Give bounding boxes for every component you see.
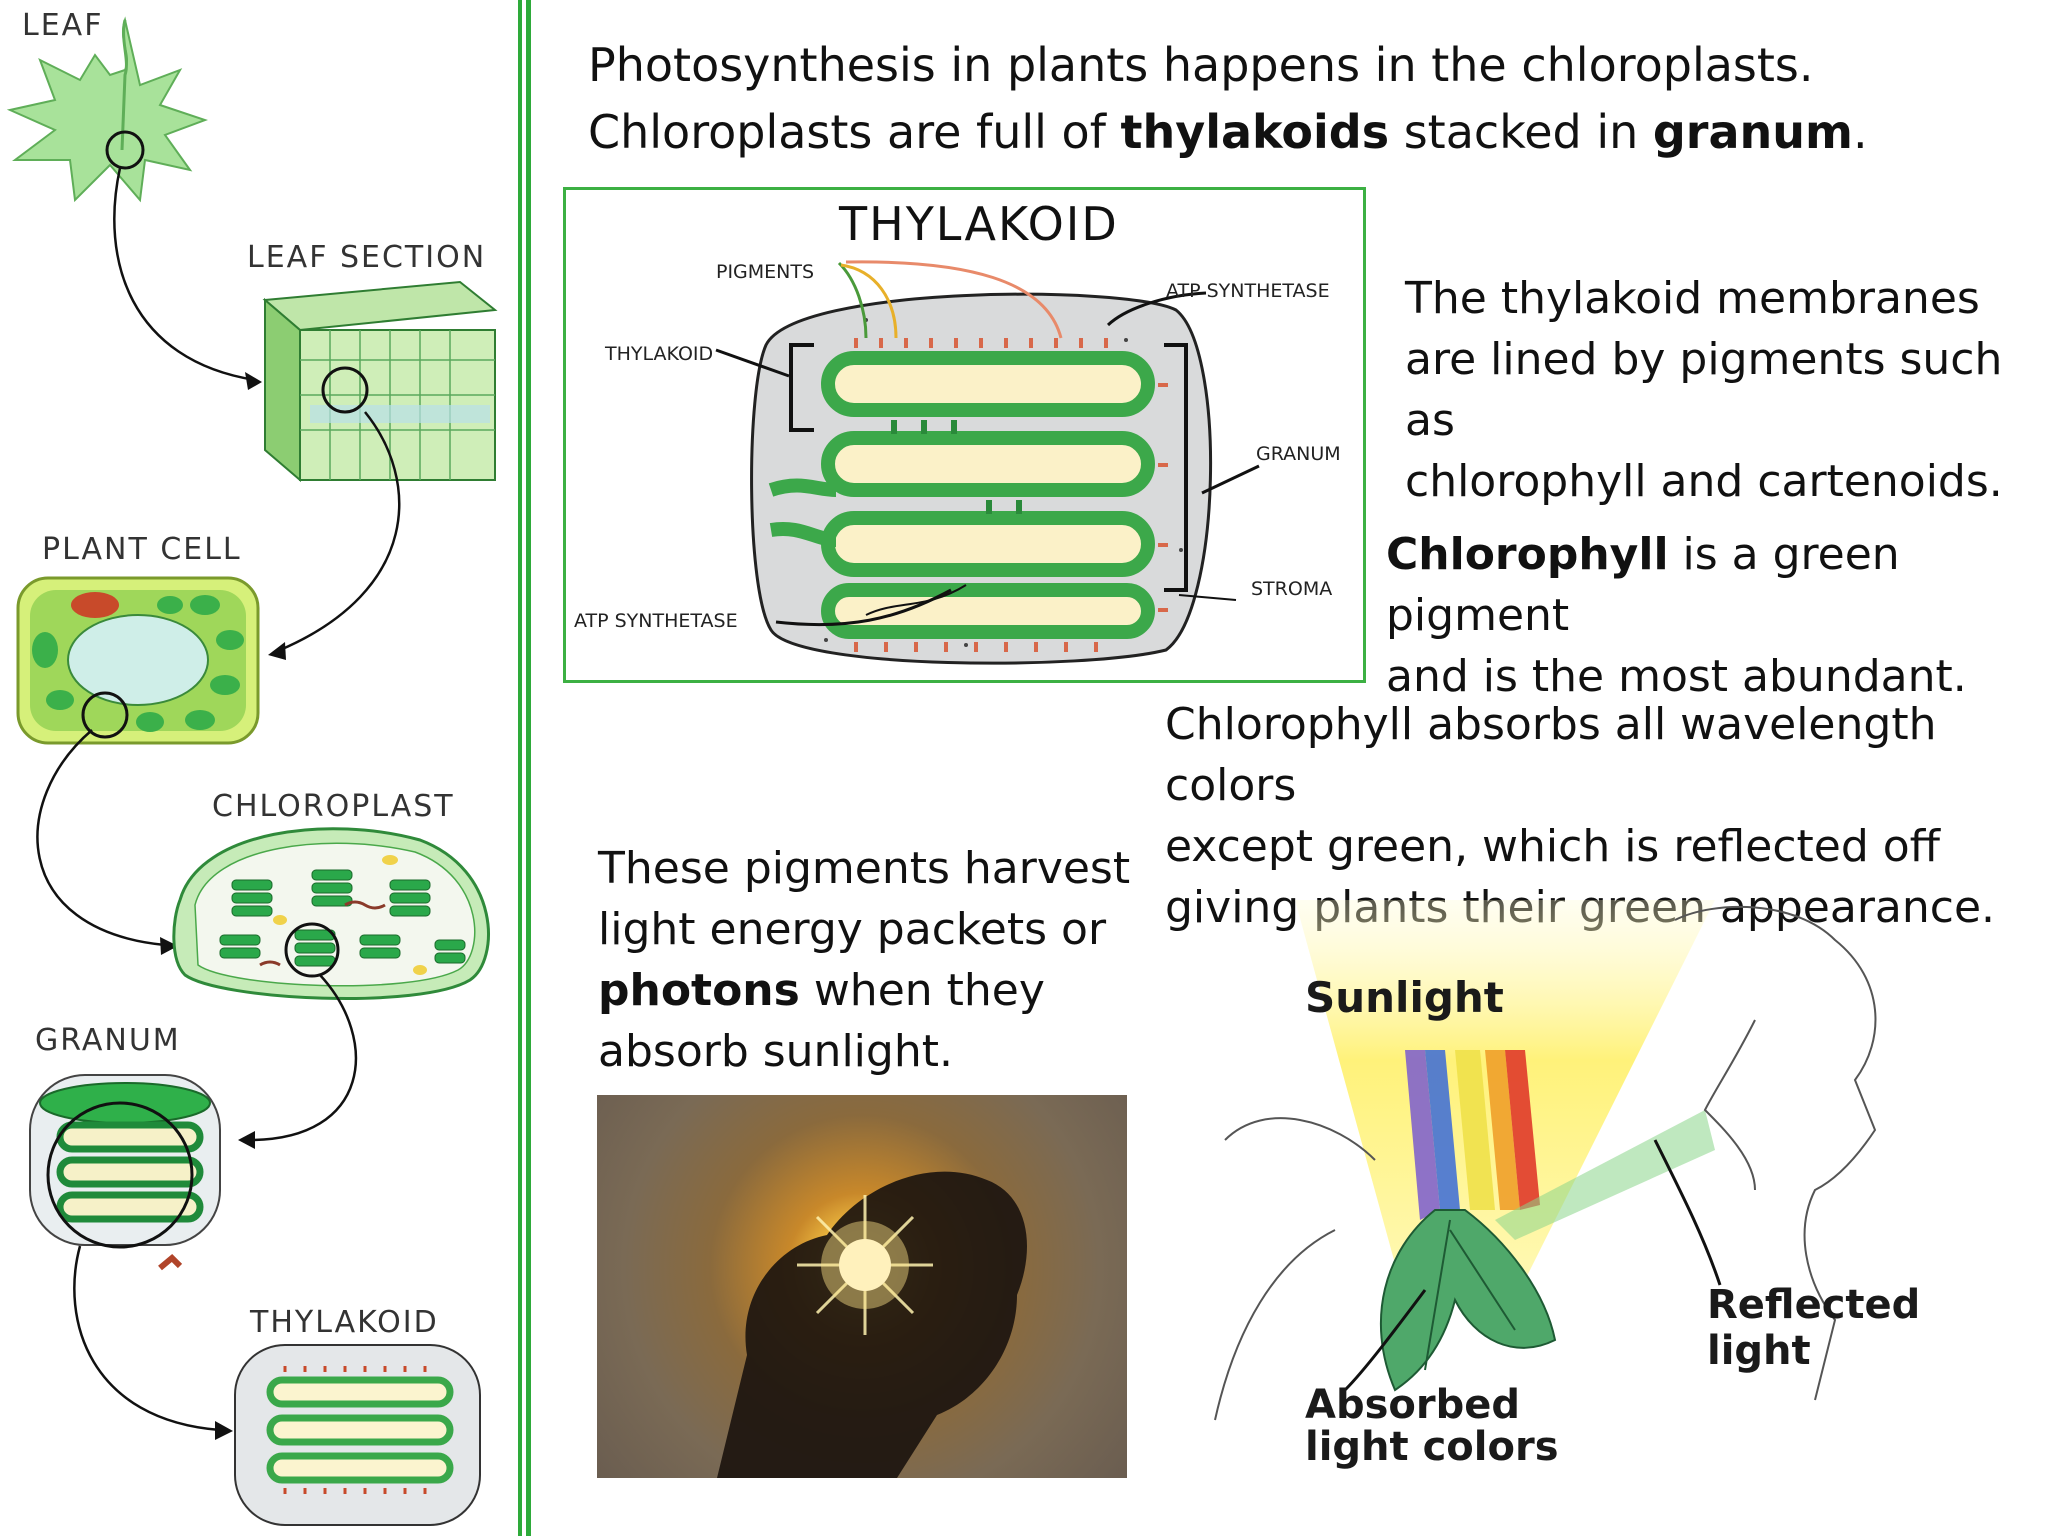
pigments-line-1: These pigments harvest xyxy=(598,843,1131,894)
pigments-line-3: photons when they xyxy=(598,965,1045,1016)
chlorophyll-line-1: Chlorophyll is a green pigment xyxy=(1386,529,1900,641)
header-line-2: Chloroplasts are full of thylakoids stac… xyxy=(588,105,1868,159)
left-diagram: LEAF LEAF SECTION PLANT CELL CHLOROPLAST… xyxy=(0,0,515,1536)
label-reflected-1: Reflected xyxy=(1707,1282,1920,1328)
sunlight-illustration: Sunlight Reflected light Absorbed light … xyxy=(1195,900,2025,1480)
label-chloroplast: CHLOROPLAST xyxy=(212,789,455,824)
pigments-line-4: absorb sunlight. xyxy=(598,1026,953,1077)
chlorophyll-text: Chlorophyll is a green pigment and is th… xyxy=(1386,524,2048,707)
label-reflected-2: light xyxy=(1707,1328,1811,1374)
label-granum: GRANUM xyxy=(35,1023,181,1058)
pigments-text: These pigments harvest light energy pack… xyxy=(598,838,1130,1082)
thylakoid-title: THYLAKOID xyxy=(838,197,1119,251)
absorbs-line-1: Chlorophyll absorbs all wavelength color… xyxy=(1165,699,1937,811)
label-sunlight: Sunlight xyxy=(1305,973,1504,1022)
label-atp-synthetase-top: ATP SYNTHETASE xyxy=(1166,280,1330,302)
chloroplast-image xyxy=(172,827,490,1000)
pigments-line-2: light energy packets or xyxy=(598,904,1107,955)
label-granum: GRANUM xyxy=(1256,443,1341,465)
membranes-line-3: chlorophyll and cartenoids. xyxy=(1405,456,2003,507)
leaf-section-image xyxy=(262,280,498,483)
pigment-marks xyxy=(854,338,1168,652)
header-line-1: Photosynthesis in plants happens in the … xyxy=(588,38,1814,92)
column-divider xyxy=(518,0,532,1536)
thylakoid-small-image xyxy=(234,1344,481,1526)
sun-through-fist-photo xyxy=(597,1095,1127,1478)
label-atp-synthetase-bottom: ATP SYNTHETASE xyxy=(574,610,738,632)
label-pigments: PIGMENTS xyxy=(716,261,814,283)
label-leaf-section: LEAF SECTION xyxy=(247,240,487,275)
thylakoid-drawing: THYLAKOID PI xyxy=(574,197,1341,665)
header-text: Photosynthesis in plants happens in the … xyxy=(588,32,2028,166)
chlorophyll-line-2: and is the most abundant. xyxy=(1386,651,1967,702)
label-thylakoid: THYLAKOID xyxy=(604,343,713,365)
membranes-line-2: are lined by pigments such as xyxy=(1405,334,2003,446)
label-stroma: STROMA xyxy=(1251,578,1332,600)
membranes-line-1: The thylakoid membranes xyxy=(1405,273,1980,324)
label-leaf: LEAF xyxy=(22,8,104,43)
membranes-text: The thylakoid membranes are lined by pig… xyxy=(1405,268,2048,512)
label-plant-cell: PLANT CELL xyxy=(42,532,242,567)
thylakoid-sacs xyxy=(821,351,1155,639)
thylakoid-diagram: THYLAKOID PI xyxy=(563,187,1366,683)
label-absorbed-2: light colors xyxy=(1305,1424,1559,1470)
absorbs-line-2: except green, which is reflected off xyxy=(1165,821,1940,872)
granum-image xyxy=(29,1074,221,1271)
left-diagram-drawing xyxy=(6,16,498,1526)
label-thylakoid-small: THYLAKOID xyxy=(250,1305,439,1340)
leaf-image xyxy=(6,16,208,203)
plant-cell-image xyxy=(16,576,260,745)
label-absorbed-1: Absorbed xyxy=(1305,1382,1520,1428)
